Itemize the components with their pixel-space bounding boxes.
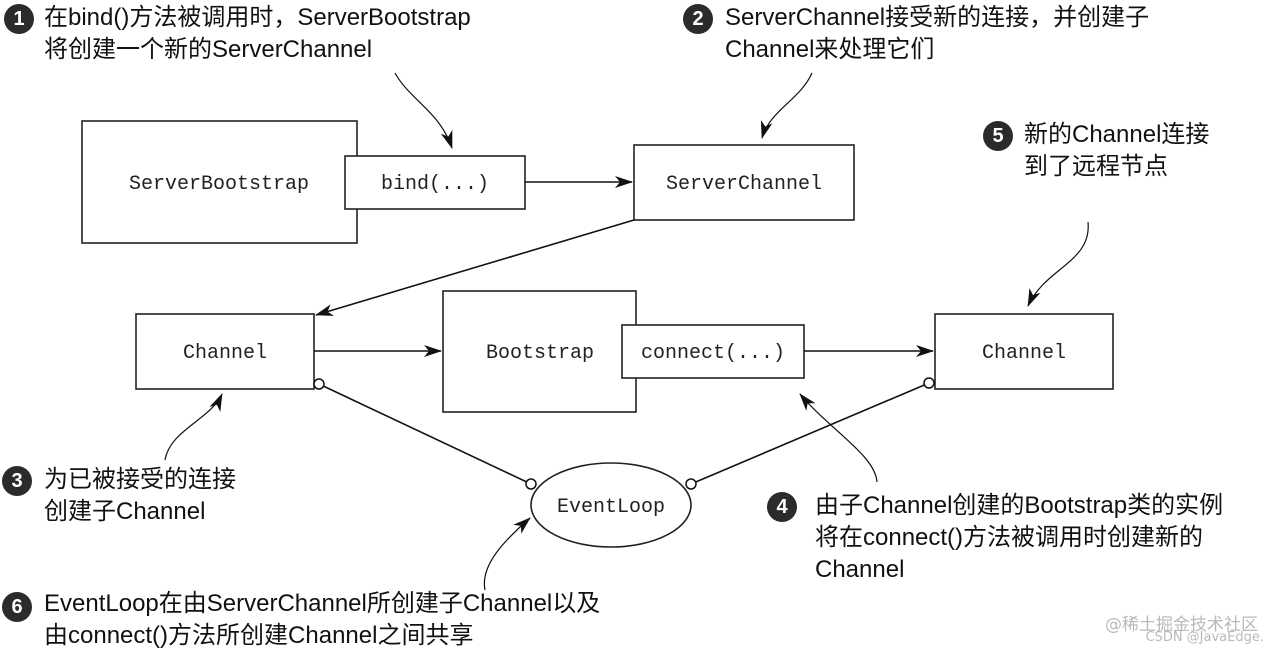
connector-dot-eventloop-right <box>685 478 697 490</box>
annotation-1-text: 在bind()方法被调用时，ServerBootstrap 将创建一个新的Ser… <box>44 2 471 66</box>
bind-label: bind(...) <box>381 173 489 196</box>
callout-arrow-1 <box>394 72 453 149</box>
server-channel-box <box>633 144 855 221</box>
watermark-credit: CSDN @JavaEdge. <box>1145 630 1264 645</box>
annotation-5-line-2: 到了远程节点 <box>1024 153 1168 180</box>
annotation-4-line-2: 将在connect()方法被调用时创建新的 <box>815 524 1204 551</box>
channel-left-label: Channel <box>183 342 267 365</box>
annotation-4-line-3: Channel <box>815 556 905 583</box>
arrow-server-channel-to-channel <box>315 219 635 316</box>
annotation-6-line-2: 由connect()方法所创建Channel之间共享 <box>44 622 474 649</box>
annotation-1-badge: 1 <box>4 4 34 34</box>
watermark-site: @稀土掘金技术社区 <box>1105 615 1258 635</box>
annotation-4-badge: 4 <box>767 492 797 522</box>
connect-label: connect(...) <box>641 342 785 365</box>
server-bootstrap-label: ServerBootstrap <box>129 173 309 196</box>
annotation-3-badge: 3 <box>2 466 32 496</box>
annotation-6-text: EventLoop在由ServerChannel所创建子Channel以及 由c… <box>44 588 600 652</box>
event-loop-ellipse <box>530 462 692 548</box>
bootstrap-label: Bootstrap <box>486 342 594 365</box>
bind-box <box>344 155 526 210</box>
connector-dot-channel-left <box>313 378 325 390</box>
annotation-1-line-1: 在bind()方法被调用时，ServerBootstrap <box>44 4 471 31</box>
annotation-4-line-1: 由子Channel创建的Bootstrap类的实例 <box>815 492 1224 519</box>
annotation-2-badge: 2 <box>683 4 713 34</box>
event-loop-label: EventLoop <box>557 496 665 519</box>
server-bootstrap-box <box>81 120 358 244</box>
callout-arrow-2 <box>760 72 813 139</box>
annotation-3-text: 为已被接受的连接 创建子Channel <box>44 464 236 528</box>
annotation-3-line-2: 创建子Channel <box>44 498 206 525</box>
connector-dot-channel-right <box>923 377 935 389</box>
annotation-6-badge: 6 <box>2 592 32 622</box>
channel-right-label: Channel <box>982 342 1066 365</box>
server-channel-label: ServerChannel <box>666 173 822 196</box>
channel-right-box <box>934 313 1114 390</box>
annotation-2-text: ServerChannel接受新的连接，并创建子 Channel来处理它们 <box>725 2 1149 66</box>
annotation-5-line-1: 新的Channel连接 <box>1024 121 1210 148</box>
annotation-1-line-2: 将创建一个新的ServerChannel <box>44 36 373 63</box>
callout-arrow-5 <box>1027 221 1089 307</box>
eventloop-connector-left <box>318 383 532 485</box>
annotation-4-text: 由子Channel创建的Bootstrap类的实例 将在connect()方法被… <box>815 490 1223 586</box>
annotation-3-line-1: 为已被接受的连接 <box>44 466 236 493</box>
annotation-5-badge: 5 <box>983 121 1013 151</box>
annotation-6-line-1: EventLoop在由ServerChannel所创建子Channel以及 <box>44 590 601 617</box>
callout-arrow-4 <box>799 393 878 483</box>
annotation-5-text: 新的Channel连接 到了远程节点 <box>1024 119 1209 183</box>
channel-left-box <box>135 313 315 390</box>
eventloop-connector-right <box>690 382 930 485</box>
bootstrap-box <box>442 290 637 413</box>
annotation-2-line-2: Channel来处理它们 <box>725 36 935 63</box>
callout-arrow-3 <box>164 393 223 461</box>
connector-dot-eventloop-left <box>525 478 537 490</box>
callout-arrow-6 <box>483 517 531 591</box>
annotation-2-line-1: ServerChannel接受新的连接，并创建子 <box>725 4 1150 31</box>
